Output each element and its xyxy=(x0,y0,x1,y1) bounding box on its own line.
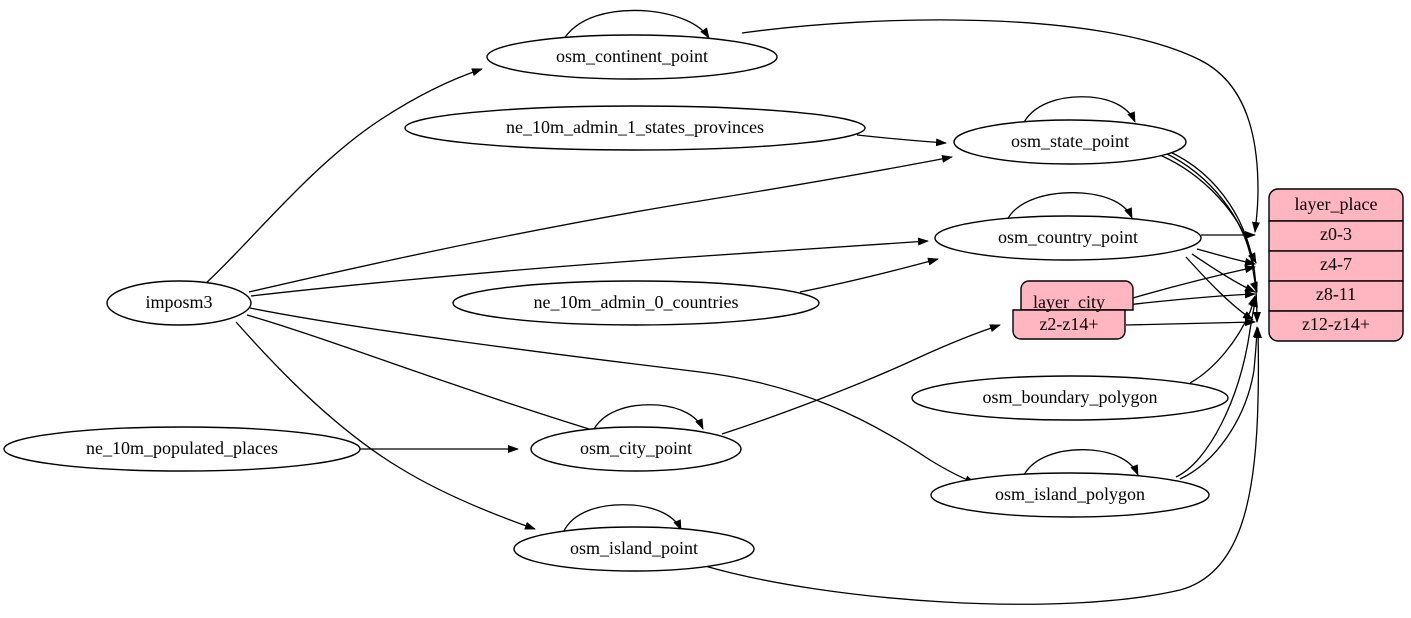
node-osm_island_polygon[interactable]: osm_island_polygon xyxy=(930,472,1210,518)
edge-osm_country_point-to-layer_place-z12-z14 xyxy=(1185,256,1254,321)
edge-osm_city_point-to-layer_city xyxy=(721,324,1001,435)
layer-place-z0-3-cell[interactable] xyxy=(1268,220,1404,252)
node-osm_continent_point[interactable]: osm_continent_point xyxy=(486,34,778,80)
node-osm_boundary_polygon[interactable]: osm_boundary_polygon xyxy=(911,375,1229,421)
node-osm_state_point[interactable]: osm_state_point xyxy=(953,119,1187,165)
edge-imposm3-to-osm_city_point xyxy=(246,314,606,435)
edge-osm_city_point-self-loop xyxy=(591,404,704,434)
edge-layer_city-to-layer_place-z8-11 xyxy=(1125,290,1256,306)
node-osm_island_point[interactable]: osm_island_point xyxy=(513,526,755,572)
edge-osm_state_point-to-layer_place-z8-11 xyxy=(1162,151,1258,293)
edge-osm_island_point-to-layer_place-z12-z14 xyxy=(704,327,1263,605)
edge-layer xyxy=(204,9,1263,605)
edge-ne_10m_admin_1_states_provinces-to-osm_state_point xyxy=(856,134,947,147)
node-osm_city_point[interactable]: osm_city_point xyxy=(530,426,742,472)
node-ne_10m_populated_places[interactable]: ne_10m_populated_places xyxy=(3,426,361,472)
edge-osm_boundary_polygon-to-layer_place-z8-11 xyxy=(1189,295,1256,384)
layer-place-z8-11-cell[interactable] xyxy=(1268,280,1404,312)
edge-imposm3-to-osm_country_point xyxy=(250,237,929,297)
edge-osm_country_point-self-loop xyxy=(1005,192,1133,223)
edge-osm_country_point-to-layer_place-z4-7 xyxy=(1196,248,1256,266)
node-ne_10m_admin_0_countries[interactable]: ne_10m_admin_0_countries xyxy=(452,280,820,326)
layer-place-header-cell[interactable] xyxy=(1268,188,1404,222)
edge-osm_country_point-to-layer_place-z8-11 xyxy=(1191,253,1256,293)
edge-osm_continent_point-self-loop xyxy=(561,9,710,43)
layer-place-z4-7-cell[interactable] xyxy=(1268,250,1404,282)
edge-osm_island_polygon-to-layer_place-z12-z14 xyxy=(1179,326,1261,480)
edge-layer_city-to-layer_place-z12-z14 xyxy=(1125,318,1256,327)
edge-imposm3-to-osm_state_point xyxy=(248,154,953,293)
edge-osm_island_point-self-loop xyxy=(562,504,682,534)
edge-osm_island_polygon-self-loop xyxy=(1021,449,1139,480)
edge-osm_island_polygon-to-layer_place-z8-11 xyxy=(1175,296,1258,478)
layer-city-header-cell[interactable] xyxy=(1020,280,1134,311)
node-ne_10m_admin_1_states_provinces[interactable]: ne_10m_admin_1_states_provinces xyxy=(404,105,866,151)
edge-osm_state_point-self-loop xyxy=(1021,96,1136,127)
edge-imposm3-to-osm_island_point xyxy=(235,321,536,530)
layer-place-node[interactable]: layer_place z0-3 z4-7 z8-11 z12-z14+ xyxy=(1268,188,1404,342)
layer-city-zoom-cell[interactable] xyxy=(1012,309,1126,340)
edge-ne_10m_admin_0_countries-to-osm_country_point xyxy=(799,257,939,293)
edge-layer_city-to-layer_place-z4-7 xyxy=(1125,265,1256,301)
node-imposm3[interactable]: imposm3 xyxy=(106,280,252,326)
edge-imposm3-to-osm_island_polygon xyxy=(249,307,976,484)
layer-city-node[interactable]: layer_city z2-z14+ xyxy=(1012,280,1134,340)
node-osm_country_point[interactable]: osm_country_point xyxy=(934,215,1202,261)
edge-imposm3-to-osm_continent_point xyxy=(204,68,483,285)
layer-place-z12-z14-cell[interactable] xyxy=(1268,310,1404,342)
edge-osm_continent_point-to-layer_place-z0-3 xyxy=(741,19,1260,233)
